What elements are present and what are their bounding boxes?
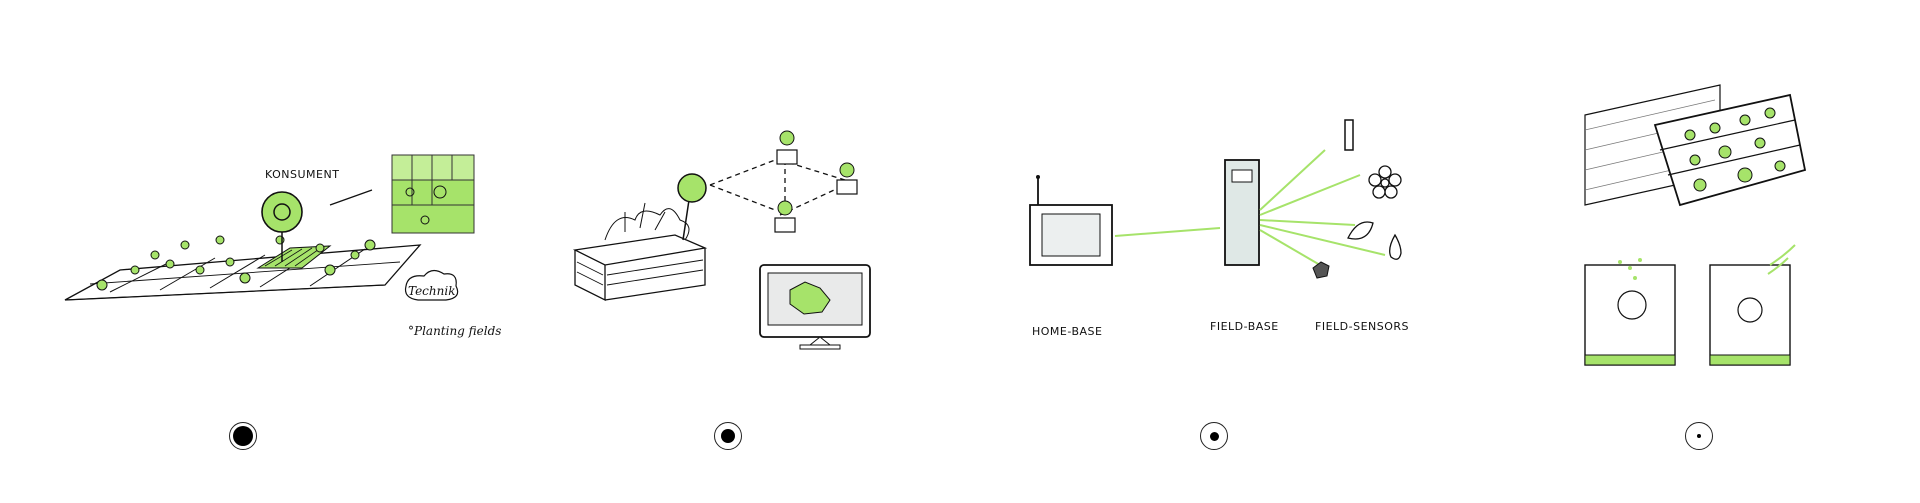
map-pin-icon [261, 191, 303, 262]
planting-fields-illustration: KONSUMENT Technik °Planting fields [64, 154, 501, 338]
sensors-illustration: HOME-BASE FIELD-BASE FIELD-SENSORS [1029, 119, 1409, 338]
flower-icon [1368, 165, 1402, 199]
raised-bed-illustration [572, 130, 871, 350]
pagination-dot-2[interactable] [714, 422, 742, 450]
pagination-dot-4[interactable] [1685, 422, 1713, 450]
pagination-dot-1[interactable] [229, 422, 257, 450]
app-card [391, 154, 475, 234]
sketch-planting-fields: KONSUMENT Technik °Planting fields [40, 0, 501, 380]
pagination-dot-3[interactable] [1200, 422, 1228, 450]
carousel-pagination [0, 422, 1920, 462]
sketch-base-sensors: HOME-BASE FIELD-BASE FIELD-SENSORS [1020, 0, 1420, 380]
drop-icon [1389, 233, 1402, 260]
field-sensors-label: FIELD-SENSORS [1315, 320, 1409, 333]
field-base-label: FIELD-BASE [1210, 320, 1279, 333]
leaf-icon [1347, 221, 1374, 240]
sketch-vertical-garden [1560, 0, 1820, 380]
sketch-raised-bed-network [565, 0, 905, 380]
home-base-label: HOME-BASE [1032, 325, 1102, 338]
monitor-icon [759, 264, 871, 350]
vertical-garden-illustration [1584, 84, 1807, 366]
technik-label: Technik [408, 284, 455, 298]
planting-fields-label: °Planting fields [408, 324, 501, 338]
konsument-label: KONSUMENT [265, 168, 339, 181]
antenna-icon [1036, 175, 1040, 205]
